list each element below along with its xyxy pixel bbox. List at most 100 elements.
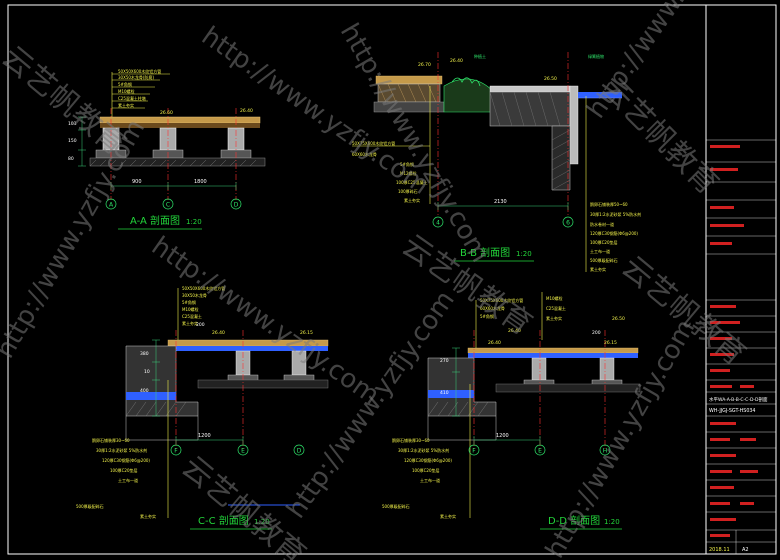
- bb-right-2: 30厚1:2水泥砂浆 5%防水剂: [590, 211, 641, 217]
- aa-legend-3: 5#角钢: [118, 81, 132, 87]
- cc-bot-2: 30厚1:2水泥砂浆 5%防水剂: [96, 447, 147, 453]
- section-aa: 50X50X600木纹铝方管 30X50木龙骨(防腐) 5#角钢 M10螺栓 C…: [68, 68, 266, 230]
- dd-top-2: 60X60木龙骨: [480, 305, 505, 311]
- cc-bot-4: 100厚C20垫层: [110, 467, 138, 473]
- cc-top-4: M10螺栓: [182, 306, 199, 312]
- dd-scale: 1:20: [604, 518, 620, 526]
- cc-top-3: 5#角钢: [182, 299, 196, 305]
- cc-bot-5: 土工布一道: [118, 477, 138, 483]
- dd-dim-h1: 270: [440, 358, 449, 364]
- cc-top-1: 50X50X600木纹铝方管: [182, 285, 225, 291]
- cc-level-2: 26.15: [300, 330, 313, 336]
- title-block-content: 水平WA-A-B-B-C-C-D-D剖面: [709, 396, 768, 403]
- cc-bot-7: 素土夯实: [140, 513, 156, 519]
- cc-bot-1: 鹅卵石铺装厚30~60: [92, 437, 130, 443]
- bb-callout-1: 种植土: [474, 53, 486, 59]
- cc-bot-6: 500厚级配碎石: [76, 503, 104, 509]
- dd-level-4: 26.50: [612, 316, 625, 322]
- bb-level-a: 26.70: [418, 62, 431, 68]
- aa-legend-4: M10螺栓: [118, 88, 135, 94]
- title-block-sheet: A2: [742, 547, 749, 553]
- cc-level-1: 26.40: [212, 330, 225, 336]
- bb-callout-2: 绿篱植物: [588, 53, 604, 59]
- dd-bot-4: 100厚C20垫层: [412, 467, 440, 473]
- dd-level-2: 26.15: [604, 340, 617, 346]
- aa-legend-6: 素土夯实: [118, 102, 134, 108]
- aa-legend-2: 30X50木龙骨(防腐): [118, 74, 154, 80]
- bb-right-4: 120厚C30钢筋(Φ6@200): [590, 230, 638, 236]
- aa-axis-a: A: [109, 202, 114, 209]
- cc-dim-h4: 200: [196, 322, 205, 328]
- bb-scale: 1:20: [516, 250, 532, 258]
- bb-right-3: 防水卷材一道: [590, 221, 614, 227]
- bb-level-c: 26.40: [450, 58, 463, 64]
- dd-level-1: 26.40: [488, 340, 501, 346]
- dd-top-5: C25混凝土: [546, 305, 566, 311]
- cc-axis-f: F: [174, 448, 178, 455]
- cc-axis-e: E: [241, 448, 245, 455]
- cc-dim-h3: 400: [140, 388, 149, 394]
- aa-dim-h1: 101: [68, 121, 77, 127]
- cc-dim-width: 1200: [198, 433, 211, 439]
- section-bb: 26.70 26.50 26.40 种植土 绿篱植物 50X75X600木纹铝方…: [352, 52, 641, 272]
- aa-dim-span2: 1800: [194, 179, 207, 185]
- bb-right-8: 素土夯实: [590, 266, 606, 272]
- section-dd: 50X75X600木纹铝方管 60X60木龙骨 5#角钢 M10螺栓 C25混凝…: [382, 292, 641, 530]
- dd-title: D-D 剖面图: [548, 514, 600, 527]
- bb-level-b: 26.50: [544, 76, 557, 82]
- drawing-frame: [7, 4, 777, 555]
- bb-title: B-B 剖面图: [460, 246, 510, 259]
- bb-left-3: 5#角钢: [400, 161, 414, 167]
- section-cc: 50X50X600木纹铝方管 30X50木龙骨 5#角钢 M10螺栓 C25混凝…: [76, 285, 329, 530]
- dd-dim-width: 1200: [496, 433, 509, 439]
- aa-joist: [100, 123, 260, 128]
- cc-bot-3: 120厚C30钢筋(Φ6@200): [102, 457, 150, 463]
- aa-title: A-A 剖面图: [130, 214, 180, 227]
- bb-axis-6: 6: [566, 220, 570, 227]
- dd-bot-6: 500厚级配碎石: [382, 503, 410, 509]
- aa-dim-span1: 900: [132, 179, 142, 185]
- dd-bot-5: 土工布一道: [420, 477, 440, 483]
- dd-top-1: 50X75X600木纹铝方管: [480, 297, 523, 303]
- bb-right-5: 100厚C20垫层: [590, 239, 618, 245]
- bb-water: [578, 92, 622, 98]
- dd-bot-7: 素土夯实: [440, 513, 456, 519]
- bb-right-6: 土工布一道: [590, 248, 610, 254]
- dd-level-3: 26.40: [508, 328, 521, 334]
- aa-legend-1: 50X50X600木纹铝方管: [118, 68, 161, 74]
- cc-scale: 1:20: [254, 518, 270, 526]
- bb-left-2: 60X60木龙骨: [352, 151, 377, 157]
- aa-axis-d: D: [234, 202, 239, 209]
- bb-right-7: 500厚级配碎石: [590, 257, 618, 263]
- aa-ground: [89, 157, 266, 167]
- cc-dim-h1: 380: [140, 351, 149, 357]
- bb-left-6: 100厚碎石: [398, 188, 418, 194]
- dd-axis-f: F: [472, 448, 476, 455]
- cc-dim-h2: 10: [144, 369, 150, 375]
- bb-left-5: 100厚C25混凝土: [396, 179, 428, 185]
- dd-bot-2: 30厚1:2水泥砂浆 5%防水剂: [398, 447, 449, 453]
- cc-axis-d: D: [297, 448, 302, 455]
- aa-level-1: 26.60: [160, 110, 173, 116]
- cc-title: C-C 剖面图: [198, 514, 249, 527]
- dd-top-6: 素土夯实: [546, 315, 562, 321]
- dd-top-4: M10螺栓: [546, 295, 563, 301]
- cc-top-6: 素土夯实: [182, 320, 198, 326]
- dd-axis-h: H: [603, 448, 608, 455]
- dd-dim-h2: 410: [440, 390, 449, 396]
- bb-left-1: 50X75X600木纹铝方管: [352, 140, 395, 146]
- bb-axis-4: 4: [436, 220, 440, 227]
- aa-level-2: 26.40: [240, 108, 253, 114]
- cc-top-2: 30X50木龙骨: [182, 292, 207, 298]
- bb-left-7: 素土夯实: [404, 197, 420, 203]
- dd-top-3: 5#角钢: [480, 313, 494, 319]
- cc-top-5: C25混凝土: [182, 313, 202, 319]
- title-block-drawing-no: WH-JJGJ-SGT-HS034: [709, 408, 756, 414]
- bb-left-4: M12螺栓: [400, 170, 417, 176]
- bb-dim-total: 2130: [494, 199, 507, 205]
- title-block-date: 2018.11: [709, 547, 730, 553]
- aa-axis-c: C: [166, 202, 170, 209]
- title-block: 水平WA-A-B-B-C-C-D-D剖面 WH-JJGJ-SGT-HS034 2…: [706, 139, 776, 554]
